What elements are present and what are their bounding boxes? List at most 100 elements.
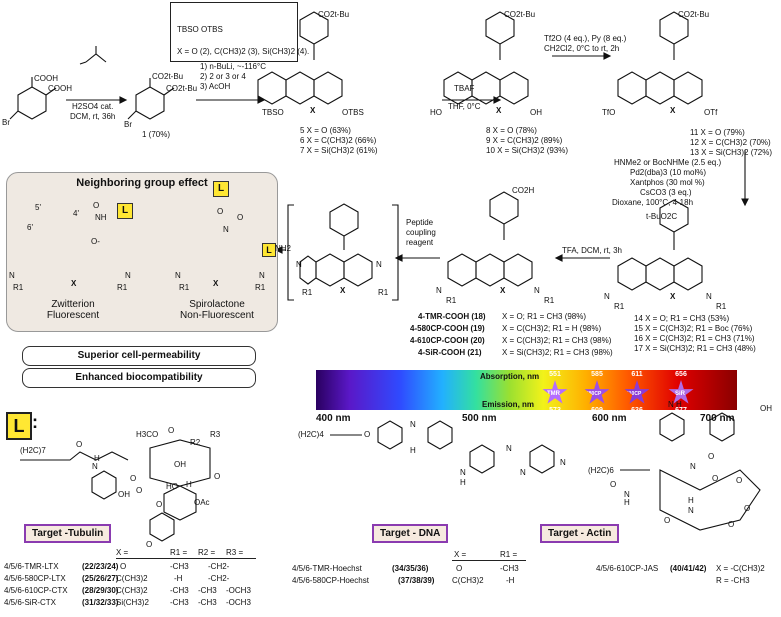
step5-line2: Pd2(dba)3 (10 mol%) xyxy=(630,168,707,177)
tub-row-r2: -CH3 xyxy=(198,598,217,607)
biocompatibility-pill: Enhanced biocompatibility xyxy=(22,368,256,388)
cmpd5-otbs-left: TBSO xyxy=(262,108,284,117)
dye-580cp-em: 609 xyxy=(591,407,603,414)
tick-700: 700 nm xyxy=(700,413,735,424)
tick-600: 600 nm xyxy=(592,413,627,424)
ligand-l-badge: L xyxy=(6,412,32,440)
atom-sl-n-left: N xyxy=(175,271,181,280)
tub-row-r2: -CH3 xyxy=(198,586,217,595)
tub-row-r1: -CH3 xyxy=(170,586,189,595)
cmpd14-line: 14 X = O; R1 = CH3 (53%) xyxy=(634,314,730,323)
compound-11-13-structure xyxy=(617,11,703,105)
atom-zw-n-right: N xyxy=(125,271,131,280)
dna-n5: N xyxy=(560,458,566,467)
absorption-label: Absorption, nm xyxy=(480,372,540,381)
tub-h: H xyxy=(94,454,100,463)
fluorescent-label: Fluorescent xyxy=(46,310,100,321)
tub-header-rule xyxy=(116,558,256,559)
dna-n4: N xyxy=(520,468,526,477)
cmpd11-x: X xyxy=(670,106,676,115)
cmpd9-line: 9 X = C(CH3)2 (89%) xyxy=(486,136,563,145)
tub-r3: R3 xyxy=(210,430,221,439)
cmpd8-oh: OH xyxy=(530,108,542,117)
acid-n-right: N xyxy=(534,286,540,295)
atom-zw-r1-left: R1 xyxy=(13,283,24,292)
step5-line5: Dioxane, 100°C, 4-18h xyxy=(612,198,694,207)
dna-row-name: 4/5/6-580CP-Hoechst xyxy=(292,576,369,585)
dye-610cp-abs: 611 xyxy=(631,371,643,378)
atom-sl-o1: O xyxy=(237,213,244,222)
bracket-n-right: N xyxy=(376,260,382,269)
step6-line1: TFA, DCM, rt, 3h xyxy=(562,246,623,255)
step5-line3: Xantphos (30 mol %) xyxy=(630,178,705,187)
tub-row-r1: -CH3 xyxy=(170,598,189,607)
tubulin-ligand-structure xyxy=(20,439,211,542)
acid-def-20: X = C(CH3)2; R1 = CH3 (98%) xyxy=(502,336,612,345)
ligand-l-colon: : xyxy=(32,412,38,432)
cmpd12-line: 12 X = C(CH3)2 (70%) xyxy=(690,138,771,147)
dye-marker-sir: 656 SiR 677 xyxy=(668,370,694,416)
acid-r1-right: R1 xyxy=(544,296,555,305)
tub-header-r2: R2 = xyxy=(198,548,216,557)
cmpd14-r1-right: R1 xyxy=(716,302,727,311)
act-h1: H xyxy=(624,498,630,507)
act-n3: N xyxy=(688,506,694,515)
cmpd8-line: 8 X = O (78%) xyxy=(486,126,537,135)
acid-co2h: CO2H xyxy=(512,186,535,195)
acid-n-left: N xyxy=(436,286,442,295)
atom-sl-n-right: N xyxy=(259,271,265,280)
ligand-badge-right: L xyxy=(213,181,229,197)
cmpd1-ester-side: CO2t-Bu xyxy=(166,84,198,93)
tub-header-r1: R1 = xyxy=(170,548,188,557)
acid-r1-left: R1 xyxy=(446,296,457,305)
dna-header-x: X = xyxy=(454,550,467,559)
dna-row-r1: -H xyxy=(506,576,515,585)
tub-o1: O xyxy=(76,440,83,449)
act-o1: O xyxy=(610,480,617,489)
target-tubulin-label: Target -Tubulin xyxy=(24,524,112,543)
dye-tmr-abs: 551 xyxy=(549,371,561,378)
step7-line2: coupling xyxy=(406,228,436,237)
cmpd8-ho: HO xyxy=(430,108,442,117)
atom-sl-r1-right: R1 xyxy=(255,283,266,292)
bracket-x: X xyxy=(340,286,346,295)
cmpd13-line: 13 X = Si(CH3)2 (72%) xyxy=(690,148,773,157)
tub-o7: O xyxy=(146,540,153,549)
tub-oh: OH xyxy=(118,490,130,499)
cmpd7-line: 7 X = Si(CH3)2 (61%) xyxy=(300,146,378,155)
emission-label: Emission, nm xyxy=(482,400,535,409)
dye-sir-em: 677 xyxy=(675,407,687,414)
tub-row-x: C(CH3)2 xyxy=(116,586,148,595)
act-o7: O xyxy=(744,504,751,513)
actin-ligand-structure xyxy=(620,412,761,531)
cmpd15-line: 15 X = C(CH3)2; R1 = Boc (76%) xyxy=(634,324,753,333)
tub-row-r3: -OCH3 xyxy=(226,598,251,607)
acid-x: X xyxy=(500,286,506,295)
dna-row-r1: -CH3 xyxy=(500,564,519,573)
reagent-silyl-groups: TBSO OTBS xyxy=(177,25,223,34)
tub-row-x: O xyxy=(120,562,127,571)
tub-chain: (H2C)7 xyxy=(20,446,46,455)
act-chain: (H2C)6 xyxy=(588,466,614,475)
tub-row-name: 4/5/6-580CP-LTX xyxy=(4,574,66,583)
atom-zw-r1-right: R1 xyxy=(117,283,128,292)
act-row-ids: (40/41/42) xyxy=(670,564,707,573)
reagent-legend: X = O (2), C(CH3)2 (3), Si(CH3)2 (4). xyxy=(177,47,310,56)
compound-5-7-structure xyxy=(257,11,343,105)
target-dna-label: Target - DNA xyxy=(372,524,449,543)
atom-4prime: 4' xyxy=(73,209,79,218)
arrow-step1-head xyxy=(119,96,128,104)
cmpd11-tfo: TfO xyxy=(602,108,616,117)
step1-conditions: DCM, rt, 36h xyxy=(70,112,116,121)
tub-row-r2: -CH2- xyxy=(208,574,230,583)
act-row-def1: X = -C(CH3)2 xyxy=(716,564,765,573)
cmpd5-x: X xyxy=(310,106,316,115)
cmpd1-ester-top: CO2t-Bu xyxy=(152,72,184,81)
cmpd8-x: X xyxy=(496,106,502,115)
bracket-r1-right: R1 xyxy=(378,288,389,297)
tub-row-x: Si(CH3)2 xyxy=(116,598,149,607)
tub-row-ids: (28/29/30) xyxy=(82,586,119,595)
acid-name-21: 4-SiR-COOH (21) xyxy=(418,348,482,357)
cmpd14-ester: t-BuO2C xyxy=(646,212,678,221)
atom-zw-x: X xyxy=(71,279,77,288)
